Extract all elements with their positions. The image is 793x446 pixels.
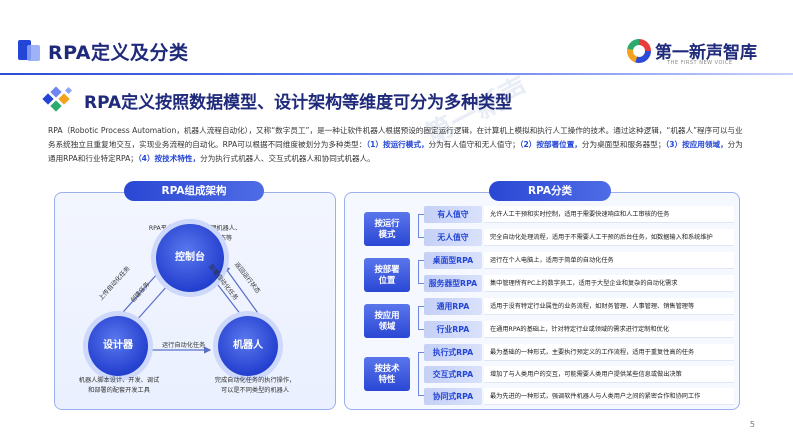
para-text: 分为有人值守和无人值守；	[428, 140, 520, 149]
header-mark-icon	[18, 40, 40, 62]
designer-note-line: 和部署的配套开发工具	[88, 387, 150, 394]
designer-note: 机器人脚本设计、开发、调试 和部署的配套开发工具	[60, 376, 178, 396]
brand-logo: 第一新声智库 THE FIRST NEW VOICE	[627, 36, 777, 68]
section-title: RPA定义按照数据模型、设计架构等维度可分为多种类型	[84, 93, 513, 113]
console-node: 控制台	[156, 224, 224, 292]
desc-execution: 最为基础的一种形式，主要执行预定义的工作流程，适用于重复性高的任务	[484, 344, 734, 361]
robot-note-line: 完成自动化任务的执行操作，	[214, 377, 296, 384]
robot-label: 机器人	[233, 340, 263, 351]
desc-general: 适用于没有特定行业属性的业务流程，如财务管理、人事管理、销售管理等	[484, 298, 734, 315]
architecture-title: RPA组成架构	[124, 181, 264, 201]
arrow-robot-to-console	[223, 265, 261, 317]
desc-unattended: 完全自动化处理流程，适用于不需要人工干预的后台任务，如数据输入和系统维护	[484, 229, 734, 246]
para-highlight: （4）按技术特性，	[137, 154, 201, 163]
logo-name: 第一新声智库	[655, 43, 757, 63]
arrow-designer-to-console	[115, 263, 167, 321]
header-divider	[0, 73, 793, 75]
category-deploy: 按部署位置	[364, 258, 410, 292]
category-label: 特性	[378, 374, 396, 384]
diamond-cluster-icon	[42, 86, 74, 112]
desc-server: 集中管理所有PC上的数字员工，适用于大型企业和复杂的自动化需求	[484, 275, 734, 292]
sub-desktop: 桌面型RPA	[424, 252, 482, 269]
designer-label: 设计器	[103, 340, 133, 351]
logo-circle-icon	[627, 39, 651, 63]
group-bracket	[418, 306, 424, 330]
para-text: RPA（Robotic Process Automation，机器人流程自动化）…	[48, 126, 743, 149]
robot-node: 机器人	[218, 316, 278, 376]
category-label: 按运行	[374, 218, 400, 228]
designer-note-line: 机器人脚本设计、开发、调试	[78, 377, 160, 384]
label-run-task: 运行自动化任务	[162, 342, 206, 349]
sub-industry: 行业RPA	[424, 321, 482, 338]
para-highlight: （2）按部署位置，	[519, 140, 582, 149]
logo-subtitle: THE FIRST NEW VOICE	[667, 60, 733, 66]
sub-interactive: 交互式RPA	[424, 366, 482, 383]
sub-execution: 执行式RPA	[424, 344, 482, 361]
sub-general: 通用RPA	[424, 298, 482, 315]
category-label: 按技术	[374, 363, 400, 373]
para-text: 分为执行式机器人、交互式机器人和协同式机器人。	[200, 154, 375, 163]
console-label: 控制台	[175, 252, 205, 263]
desc-collaborative: 最为先进的一种形式，强调软件机器人与人类用户之间的紧密合作和协同工作	[484, 388, 734, 405]
category-label: 按应用	[374, 310, 400, 320]
group-bracket	[418, 214, 424, 238]
category-label: 模式	[378, 229, 396, 239]
desc-attended: 允许人工干预和实时控制，适用于需要快速响应和人工审核的任务	[484, 206, 734, 223]
classification-title: RPA分类	[489, 181, 611, 201]
para-highlight: （3）按应用领域，	[665, 140, 728, 149]
category-label: 位置	[378, 275, 396, 285]
robot-note: 完成自动化任务的执行操作， 可以是不同类型的机器人	[196, 376, 314, 396]
definition-paragraph: RPA（Robotic Process Automation，机器人流程自动化）…	[48, 124, 748, 166]
sub-attended: 有人值守	[424, 206, 482, 223]
desc-interactive: 增加了与人类用户的交互，可能需要人类用户提供某些信息或做出决策	[484, 366, 734, 383]
designer-node: 设计器	[88, 316, 148, 376]
group-bracket	[418, 352, 424, 396]
sub-collaborative: 协同式RPA	[424, 388, 482, 405]
page-number: 5	[749, 420, 755, 429]
para-text: 分为桌面型和服务器型；	[581, 140, 666, 149]
category-run-mode: 按运行模式	[364, 212, 410, 246]
robot-note-line: 可以是不同类型的机器人	[220, 387, 290, 394]
category-label: 领域	[378, 321, 396, 331]
category-application: 按应用领域	[364, 304, 410, 338]
para-highlight: （1）按运行模式，	[366, 140, 429, 149]
desc-desktop: 运行在个人电脑上，适用于简单的自动化任务	[484, 252, 734, 269]
sub-unattended: 无人值守	[424, 229, 482, 246]
category-technology: 按技术特性	[364, 357, 410, 391]
category-label: 按部署	[374, 264, 400, 274]
para-text: 分为通用RPA和行业特定RPA；	[48, 140, 743, 163]
group-bracket	[418, 260, 424, 284]
desc-industry: 在通用RPA的基础上，针对特定行业或领域的需求进行定制和优化	[484, 321, 734, 338]
sub-server: 服务器型RPA	[424, 275, 482, 292]
page-title: RPA定义及分类	[48, 42, 189, 64]
